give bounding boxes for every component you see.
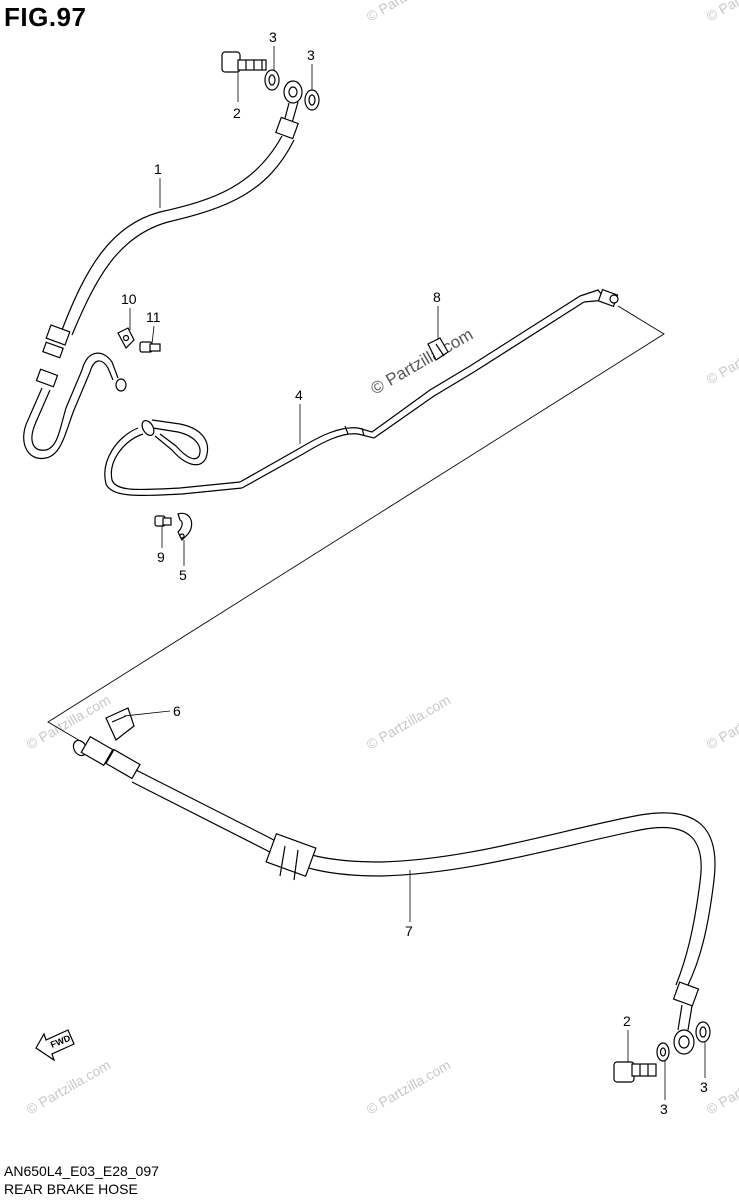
clip-6: [105, 707, 135, 741]
brake-hose-7: [72, 735, 716, 1055]
leader-lines: [123, 46, 706, 1100]
watermark: © Partzilla.com: [364, 692, 454, 753]
watermark: © Partzi: [364, 0, 415, 25]
clamp-8: [427, 337, 449, 361]
assembly-guide-lines: [47, 305, 665, 743]
callout-3-bottom-left: 3: [660, 1101, 668, 1117]
callout-9: 9: [157, 549, 165, 565]
union-bolt-2-bottom: [613, 1061, 657, 1083]
callout-5: 5: [179, 567, 187, 583]
watermark: © Partzi: [704, 0, 739, 25]
watermark-prominent: © Partzilla.com: [368, 325, 477, 399]
figure-label: FIG.97: [4, 2, 87, 32]
callout-3-top-right: 3: [307, 47, 315, 63]
clamp-5: [177, 512, 193, 542]
callout-4: 4: [295, 387, 303, 403]
figure-code: AN650L4_E03_E28_097: [4, 1163, 159, 1179]
callout-2-top: 2: [233, 105, 241, 121]
brake-hose-1: [23, 80, 303, 460]
callout-8: 8: [433, 289, 441, 305]
callout-3-top-left: 3: [269, 29, 277, 45]
watermark: © Partzi: [704, 349, 739, 388]
watermark-layer: © Partzi © Partzi © Partzi © Partzilla.c…: [24, 0, 739, 1118]
bracket-10: [117, 327, 135, 349]
watermark: © Partzi: [704, 1079, 739, 1118]
forward-arrow-icon: FWD: [35, 1029, 75, 1062]
bolt-9: [154, 515, 172, 527]
callout-11: 11: [146, 309, 161, 325]
gasket-3-bottom: [656, 1021, 711, 1062]
callout-1: 1: [154, 161, 162, 177]
figure-title: REAR BRAKE HOSE: [4, 1181, 138, 1197]
watermark: © Partzi: [704, 714, 739, 753]
callout-10: 10: [121, 291, 137, 307]
callout-labels: 1 2 3 3 10 11 8 4 9 5 6 7 2 3 3: [121, 29, 708, 1117]
callout-6: 6: [173, 703, 181, 719]
watermark: © Partzilla.com: [364, 1057, 454, 1118]
bolt-11: [139, 341, 161, 353]
callout-2-bottom: 2: [623, 1013, 631, 1029]
callout-7: 7: [405, 923, 413, 939]
union-bolt-2-top: [221, 51, 267, 73]
callout-3-bottom-right: 3: [700, 1079, 708, 1095]
brake-pipe-4: [104, 288, 619, 496]
watermark: © Partzilla.com: [24, 1057, 114, 1118]
